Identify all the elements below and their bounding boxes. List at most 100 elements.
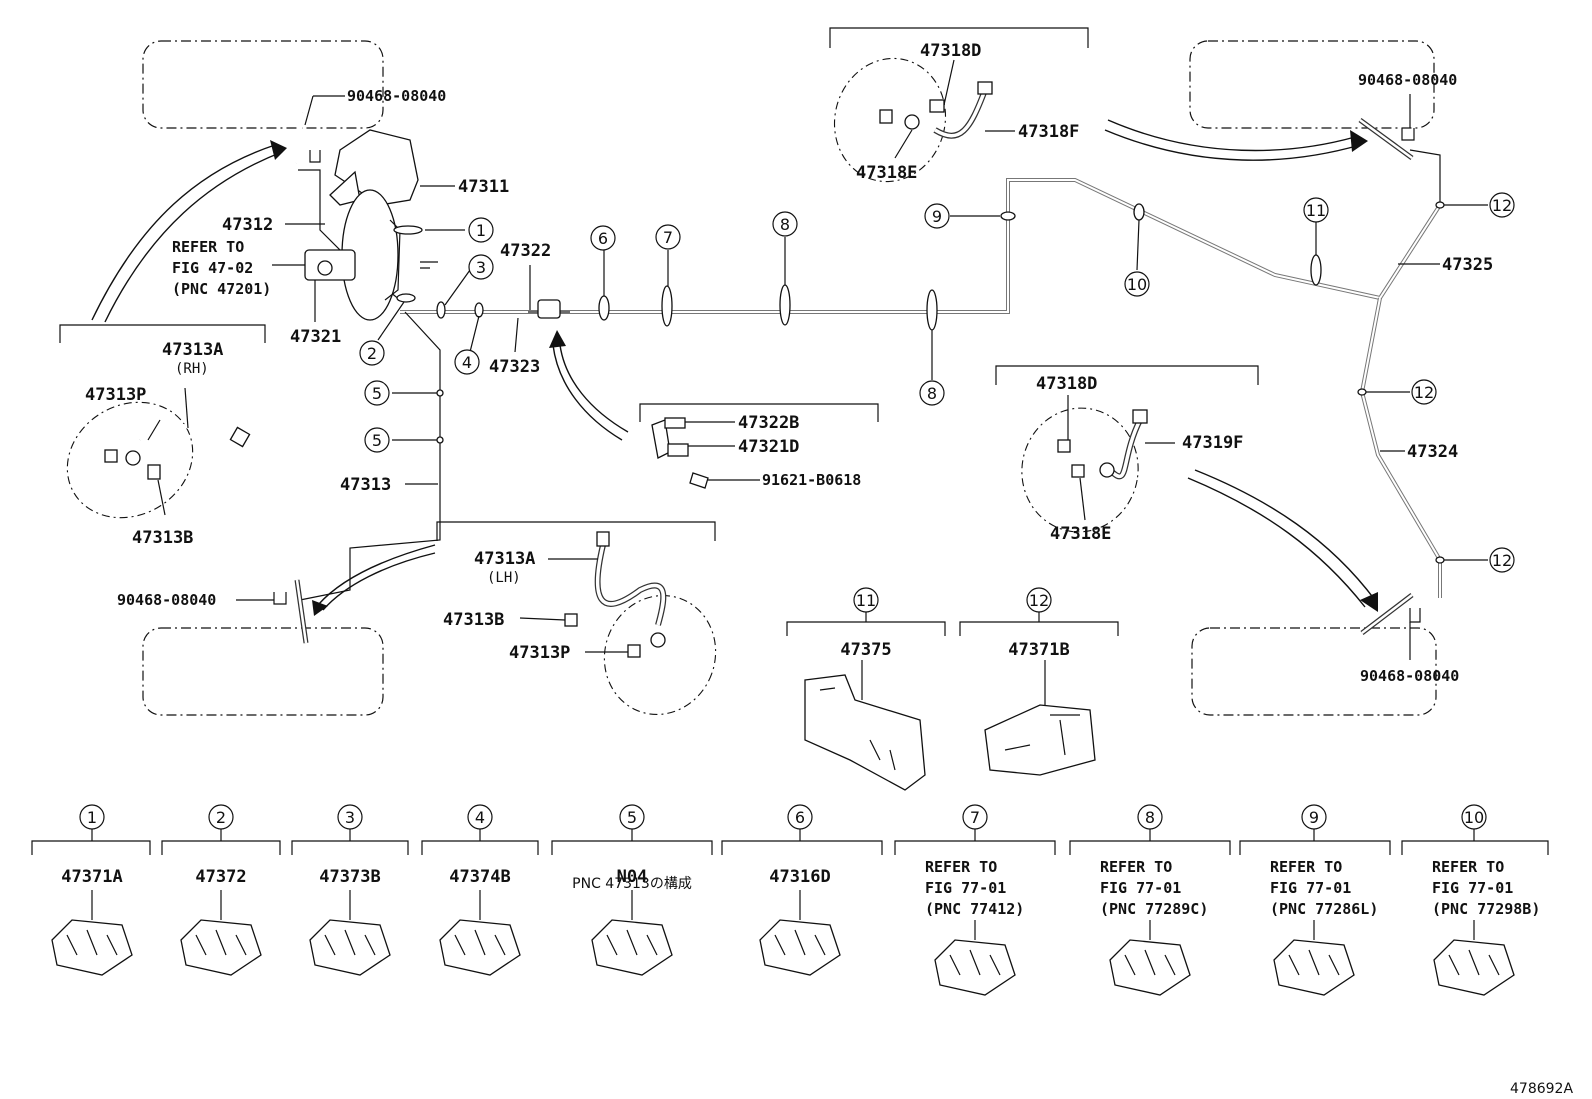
label-47312: 47312 [222,215,273,235]
label-rh: (RH) [175,361,209,377]
legend-num-7: 7 [970,808,980,827]
callout-2: 2 [367,344,377,363]
legend-num-2: 2 [216,808,226,827]
legend-num-1: 1 [87,808,97,827]
bracket-detail [639,403,879,489]
legend-part-5: N04 [617,867,648,887]
lh-front-hose-detail [436,521,717,715]
legend-num-9: 9 [1309,808,1319,827]
legend-item-4: 4 47374B [421,804,539,976]
rear-left-hose-clip [273,579,309,644]
label-47311: 47311 [458,177,509,197]
legend-num-5: 5 [627,808,637,827]
legend-num-3: 3 [345,808,355,827]
label-47313a-lh: 47313A [474,549,535,569]
legend-part-6: 47316D [769,867,830,887]
rear-right-wheel-area [1191,627,1437,716]
mid-legend-12-num: 12 [1029,591,1049,610]
callout-12b: 12 [1414,383,1434,402]
legend-refer-9-2: (PNC 77286L) [1270,900,1378,918]
label-91621: 91621-B0618 [762,471,861,489]
label-47321d: 47321D [738,437,799,457]
direction-arrows [91,119,1378,616]
mid-legend-47375: 47375 [840,640,891,660]
rh-rear-hose-detail-mid [995,365,1259,533]
label-47313p-rh: 47313P [85,385,146,405]
legend-item-2: 2 47372 [161,804,281,976]
callout-5b: 5 [372,431,382,450]
label-47313b-rh: 47313B [132,528,193,548]
legend-refer-8-1: FIG 77-01 [1100,879,1181,897]
callout-7: 7 [663,228,673,247]
front-left-wheel-area [142,40,384,129]
legend-part-3: 47373B [319,867,380,887]
mid-legend-47371b: 47371B [1008,640,1069,660]
callout-8b: 8 [927,384,937,403]
legend-refer-9-0: REFER TO [1270,858,1342,876]
front-right-wheel-area [1189,40,1435,129]
legend-part-1: 47371A [61,867,122,887]
label-90468-rear-right: 90468-08040 [1360,667,1459,685]
part-labels: 90468-08040 47311 47312 REFER TO FIG 47-… [85,41,1493,685]
legend-num-4: 4 [475,808,485,827]
label-47325: 47325 [1442,255,1493,275]
legend-item-6: 6 47316D [721,804,883,976]
mid-legend: 11 47375 12 47371B [786,587,1119,791]
legend-refer-10-2: (PNC 77298B) [1432,900,1540,918]
callout-5a: 5 [372,384,382,403]
label-47318e-mid: 47318E [1050,524,1111,544]
legend-refer-7-1: FIG 77-01 [925,879,1006,897]
callout-12a: 12 [1492,196,1512,215]
legend-num-6: 6 [795,808,805,827]
label-47318d-top: 47318D [920,41,981,61]
callout-9: 9 [932,207,942,226]
label-47319f: 47319F [1182,433,1243,453]
callout-12c: 12 [1492,551,1512,570]
callout-3: 3 [476,258,486,277]
legend-refer-8-2: (PNC 77289C) [1100,900,1208,918]
callout-10: 10 [1127,275,1147,294]
pipe-clamps [436,201,1445,564]
rh-rear-hose-detail-top [829,27,1089,183]
brake-pipe-main [298,149,1442,601]
legend-item-1: 1 47371A [31,804,151,976]
mid-legend-11-num: 11 [856,591,876,610]
legend-part-2: 47372 [195,867,246,887]
legend-refer-10-0: REFER TO [1432,858,1504,876]
legend-num-8: 8 [1145,808,1155,827]
label-refer-47201-3: (PNC 47201) [172,280,271,298]
front-left-hose-clip [294,112,321,164]
figure-id: 478692A [1510,1081,1573,1097]
leader-lines [147,59,1488,660]
legend-refer-7-0: REFER TO [925,858,997,876]
label-47322b: 47322B [738,413,799,433]
legend-refer-7-2: (PNC 77412) [925,900,1024,918]
label-47323: 47323 [489,357,540,377]
label-47313p-lh: 47313P [509,643,570,663]
rh-front-hose-detail [59,324,266,519]
label-47313: 47313 [340,475,391,495]
legend-num-10: 10 [1464,808,1484,827]
label-47318e-top: 47318E [856,163,917,183]
label-47318f: 47318F [1018,122,1079,142]
legend-note-5: PNC 47313の構成 [572,876,692,892]
legend-part-4: 47374B [449,867,510,887]
callout-1: 1 [476,221,486,240]
legend-refer-8-0: REFER TO [1100,858,1172,876]
label-47322: 47322 [500,241,551,261]
label-refer-47201-1: REFER TO [172,238,244,256]
legend-refer-10-1: FIG 77-01 [1432,879,1513,897]
legend-refer-9-1: FIG 77-01 [1270,879,1351,897]
diagram-callouts: 1 2 3 4 5 5 6 7 8 8 9 10 11 12 12 12 [359,192,1515,573]
front-right-hose-clip [1358,117,1415,161]
label-47313b-lh: 47313B [443,610,504,630]
label-47318d-mid: 47318D [1036,374,1097,394]
callout-11: 11 [1306,201,1326,220]
